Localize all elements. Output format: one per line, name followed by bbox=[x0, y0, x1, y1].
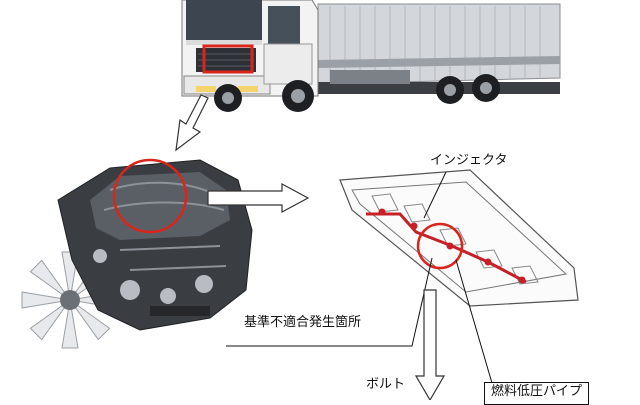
arrow-truck-to-engine bbox=[175, 94, 209, 152]
truck-illustration bbox=[181, 0, 561, 112]
leader-line-defect-location bbox=[226, 257, 433, 347]
fuel-pipe-label: 燃料低圧パイプ bbox=[484, 382, 590, 405]
injector-label: インジェクタ bbox=[430, 153, 508, 168]
engine-highlight-circle bbox=[112, 158, 188, 234]
defect-location-label: 基準不適合発生箇所 bbox=[244, 315, 362, 330]
bolt-label: ボルト bbox=[366, 377, 406, 392]
engine-photo bbox=[21, 158, 253, 349]
arrow-head-to-detail bbox=[414, 289, 446, 402]
leader-line-fuel-pipe bbox=[455, 259, 495, 391]
cylinder-head-line-drawing bbox=[339, 169, 579, 307]
arrow-engine-to-head bbox=[207, 182, 310, 214]
head-highlight-circle bbox=[416, 222, 464, 270]
grille-highlight-box bbox=[202, 44, 254, 74]
fuel-rail-highlight bbox=[366, 212, 527, 284]
leader-line-injector bbox=[423, 171, 447, 219]
